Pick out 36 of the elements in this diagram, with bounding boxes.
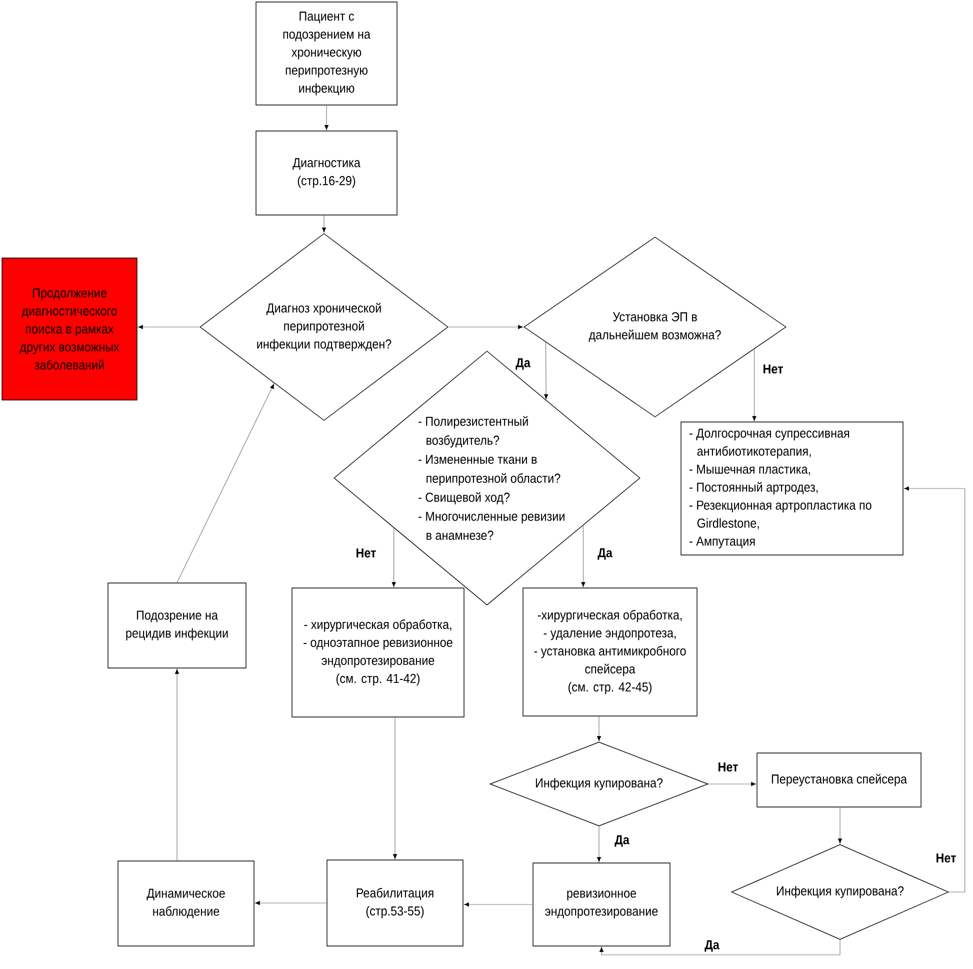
process-box: Динамическое наблюдение [118, 860, 254, 946]
edge-label: Да [704, 940, 720, 952]
arrow [464, 902, 533, 907]
arrow [708, 782, 756, 786]
process-box: Продолжение диагностического поиска в рамках других возможных заболеваний [2, 258, 138, 400]
arrow [138, 325, 200, 329]
edge-label: Да [598, 548, 612, 560]
arrow [322, 215, 326, 232]
edge-label: Нет [718, 762, 738, 772]
process-box: Переустановка спейсера [756, 752, 922, 808]
arrow [255, 901, 327, 906]
arrow [838, 807, 842, 844]
arrow [904, 486, 966, 892]
arrow [175, 669, 180, 861]
arrow [448, 325, 523, 329]
edge-label: Нет [764, 364, 783, 374]
edge-label: Да [614, 835, 630, 847]
arrow [392, 528, 396, 587]
process-box: Подозрение на рецидив инфекции [108, 582, 246, 668]
arrow [324, 105, 328, 130]
process-box: ревизионное эндопротезирование [532, 862, 670, 946]
process-box: - Долгосрочная супрессивная антибиотикотерапия, - Мышечная пластика, - Постоянный артродез, - Резекционная артропластика по Girdlestone, - Ампутация [680, 422, 904, 556]
arrow [176, 384, 274, 583]
process-box: Реабилитация (стр.53-55) [326, 860, 464, 946]
process-box: Пациент с подозрением на хроническую перипротезную инфекцию [256, 2, 398, 106]
arrow [597, 716, 602, 741]
edge-label: Нет [356, 548, 376, 558]
arrow [752, 348, 756, 421]
arrow [581, 525, 586, 587]
arrow [393, 717, 397, 859]
process-box: Диагностика (стр.16-29) [256, 130, 398, 216]
arrow [600, 940, 840, 956]
arrow [544, 342, 548, 399]
arrow [597, 826, 602, 862]
process-box: - хирургическая обработка, - одноэтапное ревизионное эндопротезирование (см. стр. 41-42) [292, 588, 464, 718]
process-box: -хирургическая обработка, - удаление эндопротеза, - установка антимикробного спейсера (см. стр. 42-45) [522, 588, 698, 716]
